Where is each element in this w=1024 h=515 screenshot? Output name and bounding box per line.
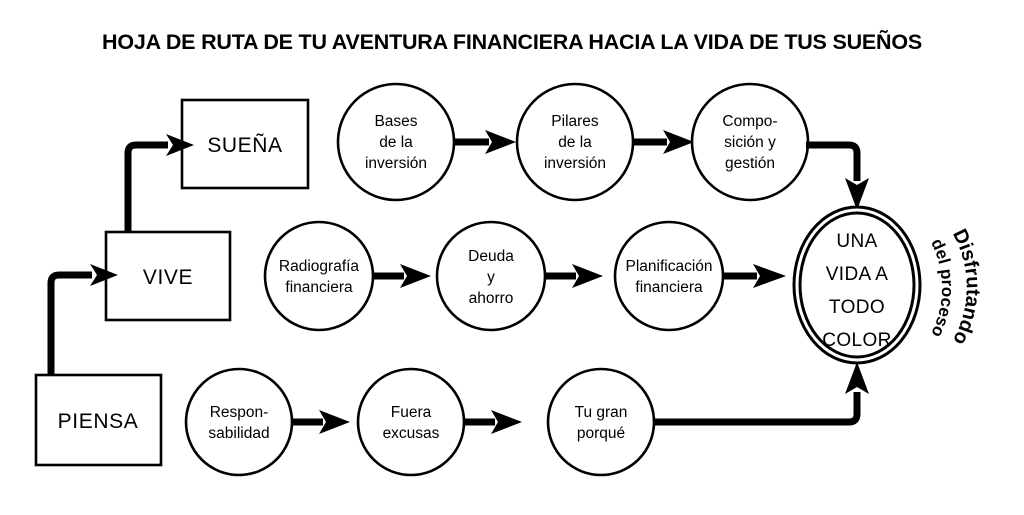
page-title: HOJA DE RUTA DE TU AVENTURA FINANCIERA H…	[102, 31, 922, 54]
node-bases-circle	[336, 82, 456, 202]
node-excusas-line-2: excusas	[383, 425, 440, 442]
node-bases-line-3: inversión	[365, 155, 427, 172]
node-planificacion-circle	[613, 220, 725, 332]
node-composicion-line-3: gestión	[725, 155, 775, 172]
connector-deuda-to-planificacion-arrowhead	[572, 264, 603, 288]
connector-compo-to-goal	[806, 141, 861, 181]
node-excusas-circle	[356, 367, 466, 477]
node-planificacion[interactable]: Planificación financiera	[613, 220, 725, 332]
stage-suena-label: SUEÑA	[207, 133, 282, 157]
node-bases-line-1: Bases	[374, 113, 417, 130]
node-planificacion-line-2: financiera	[635, 279, 703, 296]
node-excusas-line-1: Fuera	[391, 404, 432, 421]
goal-line-4: COLOR	[822, 330, 892, 351]
node-porque-line-2: porqué	[577, 425, 625, 442]
goal-inner-ellipse	[798, 211, 916, 359]
node-pilares[interactable]: Pilares de la inversión	[515, 82, 635, 202]
stage-vive[interactable]: VIVE	[104, 230, 232, 322]
arc-label-inner: del proceso	[927, 236, 957, 341]
node-responsabilidad-line-1: Respon-	[210, 404, 269, 421]
node-composicion[interactable]: Compo- sición y gestión	[690, 82, 810, 202]
node-responsabilidad-line-2: sabilidad	[208, 425, 269, 442]
node-radiografia-circle	[263, 220, 375, 332]
node-pilares-line-2: de la	[558, 134, 592, 151]
node-deuda[interactable]: Deuda y ahorro	[435, 220, 547, 332]
connector-vive-to-suena-arrowhead	[166, 134, 194, 156]
connector-bases-to-pilares-arrowhead	[485, 130, 516, 154]
arc-label-inner-text: del proceso	[927, 236, 957, 341]
connector-vive-to-suena	[124, 141, 168, 232]
node-deuda-circle	[435, 220, 547, 332]
node-composicion-line-2: sición y	[724, 134, 776, 151]
node-porque[interactable]: Tu gran porqué	[546, 367, 656, 477]
connector-porque-to-goal-arrowhead	[845, 362, 869, 394]
node-porque-circle	[546, 367, 656, 477]
connector-piensa-to-vive	[47, 271, 92, 375]
node-planificacion-line-1: Planificación	[625, 258, 712, 275]
stage-suena[interactable]: SUEÑA	[180, 98, 310, 190]
stage-vive-box	[104, 230, 232, 322]
node-pilares-line-3: inversión	[544, 155, 606, 172]
node-composicion-line-1: Compo-	[722, 113, 777, 130]
node-radiografia-line-2: financiera	[285, 279, 353, 296]
node-radiografia[interactable]: Radiografía financiera	[263, 220, 375, 332]
stage-piensa[interactable]: PIENSA	[34, 373, 163, 467]
connector-piensa-to-vive-arrowhead	[90, 264, 118, 286]
stage-piensa-box	[34, 373, 163, 467]
node-responsabilidad-circle	[184, 367, 294, 477]
node-deuda-line-1: Deuda	[468, 248, 514, 265]
node-porque-line-1: Tu gran	[575, 404, 628, 421]
node-radiografia-line-1: Radiografía	[279, 258, 360, 275]
stage-piensa-label: PIENSA	[58, 410, 139, 433]
connector-excusas-to-porque-arrowhead	[491, 410, 522, 434]
goal-line-1: UNA	[836, 231, 877, 252]
connector-porque-to-goal	[654, 392, 861, 426]
goal-line-2: VIDA A	[826, 264, 889, 285]
node-excusas[interactable]: Fuera excusas	[356, 367, 466, 477]
node-deuda-line-2: y	[487, 269, 495, 286]
goal-line-3: TODO	[829, 297, 885, 318]
goal-node[interactable]: UNA VIDA A TODO COLOR	[792, 205, 922, 365]
connector-compo-to-goal-arrowhead	[845, 178, 869, 210]
connector-pilares-to-compo-arrowhead	[663, 130, 694, 154]
connector-responsabilidad-to-excusas-arrowhead	[319, 410, 350, 434]
node-pilares-circle	[515, 82, 635, 202]
node-bases-line-2: de la	[379, 134, 413, 151]
node-bases[interactable]: Bases de la inversión	[336, 82, 456, 202]
connector-planificacion-to-goal-arrowhead	[753, 264, 786, 288]
node-pilares-line-1: Pilares	[551, 113, 599, 130]
node-responsabilidad[interactable]: Respon- sabilidad	[184, 367, 294, 477]
node-deuda-line-3: ahorro	[469, 290, 514, 307]
connector-radiografia-to-deuda-arrowhead	[400, 264, 431, 288]
stage-vive-label: VIVE	[143, 266, 193, 289]
